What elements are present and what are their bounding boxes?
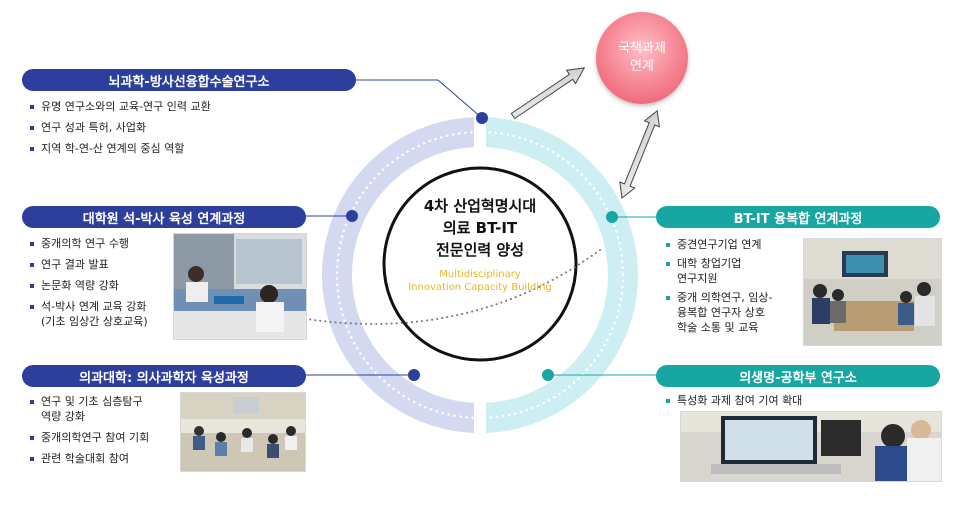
lab-photo	[173, 233, 307, 340]
center-circle	[382, 166, 578, 362]
list-item: 중개의학 연구 수행	[30, 236, 175, 251]
biomedical-lab-title: 의생명-공학부 연구소	[656, 365, 940, 387]
dotted-arc	[299, 249, 601, 325]
graduate-program-title: 대학원 석-박사 육성 연계과정	[22, 206, 306, 228]
list-item: 논문화 역량 강화	[30, 278, 175, 293]
list-item: 연구 성과 특허, 사업화	[30, 120, 340, 135]
center-subtitle: Multidisciplinary Innovation Capacity Bu…	[380, 268, 580, 294]
meeting-photo	[803, 238, 942, 346]
biomedical-lab-list: 특성화 과제 참여 기여 확대	[666, 393, 936, 414]
center-title-line3: 전문인력 양성	[435, 241, 525, 259]
center-subtitle-line2: Innovation Capacity Building	[408, 282, 552, 293]
brain-institute-list: 유명 연구소와의 교육-연구 인력 교환 연구 성과 특허, 사업화 지역 학-…	[30, 99, 340, 162]
brain-institute-title: 뇌과학-방사선융합수술연구소	[22, 69, 356, 91]
center-title-line2: 의료 BT-IT	[442, 219, 518, 237]
connector-dot-right	[606, 211, 618, 223]
center-title-line1: 4차 산업혁명시대	[423, 197, 537, 215]
list-item: 중개의학연구 참여 기회	[30, 430, 180, 445]
center-title: 4차 산업혁명시대 의료 BT-IT 전문인력 양성	[380, 195, 580, 261]
national-line2: 연계	[630, 59, 654, 74]
list-item: 관련 학술대회 참여	[30, 451, 180, 466]
classroom-photo	[180, 392, 306, 472]
list-item: 유명 연구소와의 교육-연구 인력 교환	[30, 99, 340, 114]
connector-dot-bottom-right	[542, 369, 554, 381]
ring-right-half	[480, 117, 638, 433]
center-subtitle-line1: Multidisciplinary	[439, 269, 521, 280]
list-item: 연구 결과 발표	[30, 257, 175, 272]
arrow-national-right	[619, 109, 660, 199]
medical-school-title: 의과대학: 의사과학자 육성과정	[22, 365, 306, 387]
connector-dot-top	[476, 112, 488, 124]
connector-dot-bottom-left	[408, 369, 420, 381]
list-item: 중견연구기업 연계	[666, 237, 801, 252]
national-line1: 국책과제	[618, 41, 666, 56]
list-item: 특성화 과제 참여 기여 확대	[666, 393, 936, 408]
connector-dot-left	[346, 210, 358, 222]
list-item: 지역 학-연-산 연계의 중심 역할	[30, 141, 340, 156]
btit-program-title: BT-IT 융복합 연계과정	[656, 206, 940, 228]
national-project-circle: 국책과제 연계	[596, 12, 688, 104]
list-item: 석-박사 연계 교육 강화(기초 임상간 상호교육)	[30, 299, 175, 329]
dotted-orbit	[335, 130, 625, 420]
arrow-to-national	[510, 67, 586, 120]
graduate-program-list: 중개의학 연구 수행 연구 결과 발표 논문화 역량 강화 석-박사 연계 교육…	[30, 236, 175, 329]
computer-photo	[680, 411, 942, 482]
